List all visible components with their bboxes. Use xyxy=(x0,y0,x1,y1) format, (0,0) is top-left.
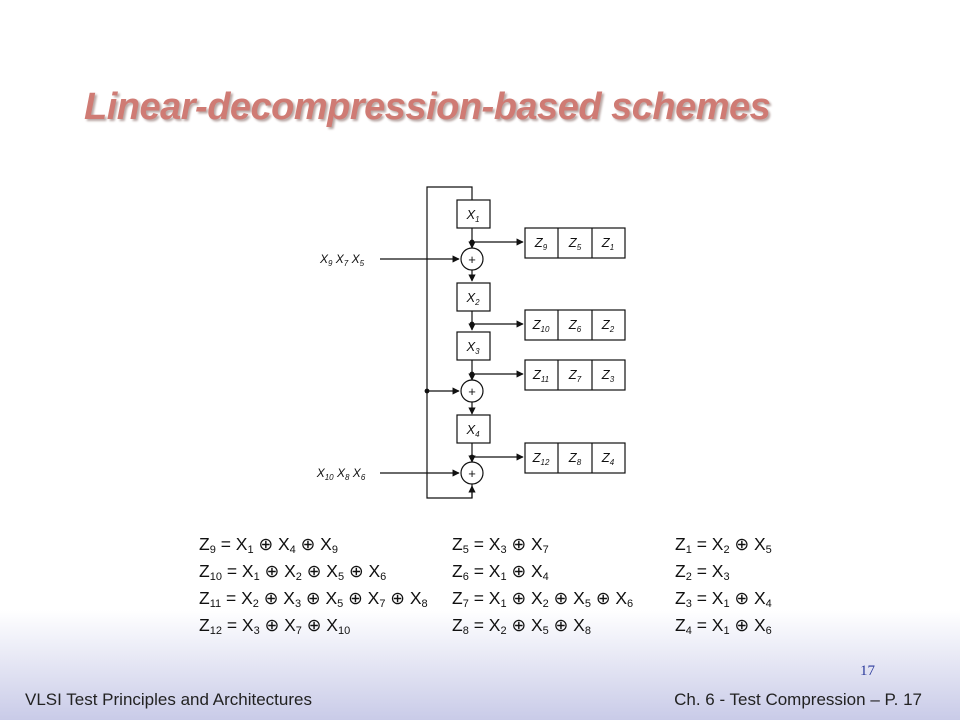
equation: Z10 = X1 ⊕ X2 ⊕ X5 ⊕ X6 xyxy=(199,561,387,583)
xor-gate-3 xyxy=(460,461,484,485)
xor-label-3: + xyxy=(468,466,476,481)
equation: Z12 = X3 ⊕ X7 ⊕ X10 xyxy=(199,615,351,637)
xor-label-2: + xyxy=(468,384,476,399)
chain3-z11: Z11​ xyxy=(532,367,549,384)
cell-x4 xyxy=(456,414,491,444)
equation: Z9 = X1 ⊕ X4 ⊕ X9 xyxy=(199,534,338,556)
footer-background xyxy=(0,610,960,720)
scan-chain-4 xyxy=(524,442,626,474)
slide-title: Linear-decompression-based schemes xyxy=(84,86,771,128)
equation: Z8 = X2 ⊕ X5 ⊕ X8 xyxy=(452,615,591,637)
xor-gate-2 xyxy=(460,379,484,403)
tap-dot-3 xyxy=(469,371,475,377)
input-label-top: X9​ X7​ X5​ xyxy=(319,252,365,268)
input-label-bottom: X10​ X8​ X6​ xyxy=(316,466,366,482)
chain3-z7: Z7​ xyxy=(568,367,582,384)
cell-label-x4: X4​ xyxy=(465,422,480,439)
cell-x2 xyxy=(456,282,491,312)
scan-chain-3 xyxy=(524,359,626,391)
equation: Z11 = X2 ⊕ X3 ⊕ X5 ⊕ X7 ⊕ X8 xyxy=(199,588,428,610)
feedback-wire xyxy=(426,186,473,499)
cell-label-x1: X1​ xyxy=(465,207,479,224)
cell-x1 xyxy=(456,199,491,229)
page-number: 17 xyxy=(860,663,875,679)
footer-chapter-page: Ch. 6 - Test Compression – P. 17 xyxy=(674,690,922,709)
equation: Z5 = X3 ⊕ X7 xyxy=(452,534,549,556)
equation: Z3 = X1 ⊕ X4 xyxy=(675,588,772,610)
equation: Z6 = X1 ⊕ X4 xyxy=(452,561,549,583)
chain4-z8: Z8​ xyxy=(568,450,582,467)
chain2-z6: Z6​ xyxy=(568,317,582,334)
equations-column-3: Z1 = X2 ⊕ X5 Z2 = X3 Z3 = X1 ⊕ X4 Z4 = X… xyxy=(675,534,772,642)
equation: Z4 = X1 ⊕ X6 xyxy=(675,615,772,637)
tap-dot-4 xyxy=(469,454,475,460)
chain1-z9: Z9​ xyxy=(534,235,548,252)
chain1-z1: Z1​ xyxy=(601,235,614,252)
xor-label-1: + xyxy=(468,252,476,267)
equation: Z7 = X1 ⊕ X2 ⊕ X5 ⊕ X6 xyxy=(452,588,634,610)
cell-label-x2: X2​ xyxy=(465,290,480,307)
scan-chain-1 xyxy=(524,227,626,259)
cell-x3 xyxy=(456,331,491,361)
equation: Z2 = X3 xyxy=(675,561,730,583)
tap-dot-1 xyxy=(469,239,475,245)
cell-label-x3: X3​ xyxy=(465,339,480,356)
chain2-z2: Z2​ xyxy=(601,317,615,334)
chain1-z5: Z5​ xyxy=(568,235,582,252)
footer-course-title: VLSI Test Principles and Architectures xyxy=(25,690,312,709)
equations-column-2: Z5 = X3 ⊕ X7 Z6 = X1 ⊕ X4 Z7 = X1 ⊕ X2 ⊕… xyxy=(452,534,633,642)
chain4-z4: Z4​ xyxy=(601,450,615,467)
equation: Z1 = X2 ⊕ X5 xyxy=(675,534,772,556)
chain4-z12: Z12​ xyxy=(532,450,550,467)
equations-column-1: Z9 = X1 ⊕ X4 ⊕ X9 Z10 = X1 ⊕ X2 ⊕ X5 ⊕ X… xyxy=(199,534,428,642)
xor-gate-1 xyxy=(460,247,484,271)
scan-chain-2 xyxy=(524,309,626,341)
tap-dot-2 xyxy=(469,321,475,327)
chain3-z3: Z3​ xyxy=(601,367,615,384)
tap-dot-feedback xyxy=(424,388,430,394)
chain2-z10: Z10​ xyxy=(532,317,550,334)
